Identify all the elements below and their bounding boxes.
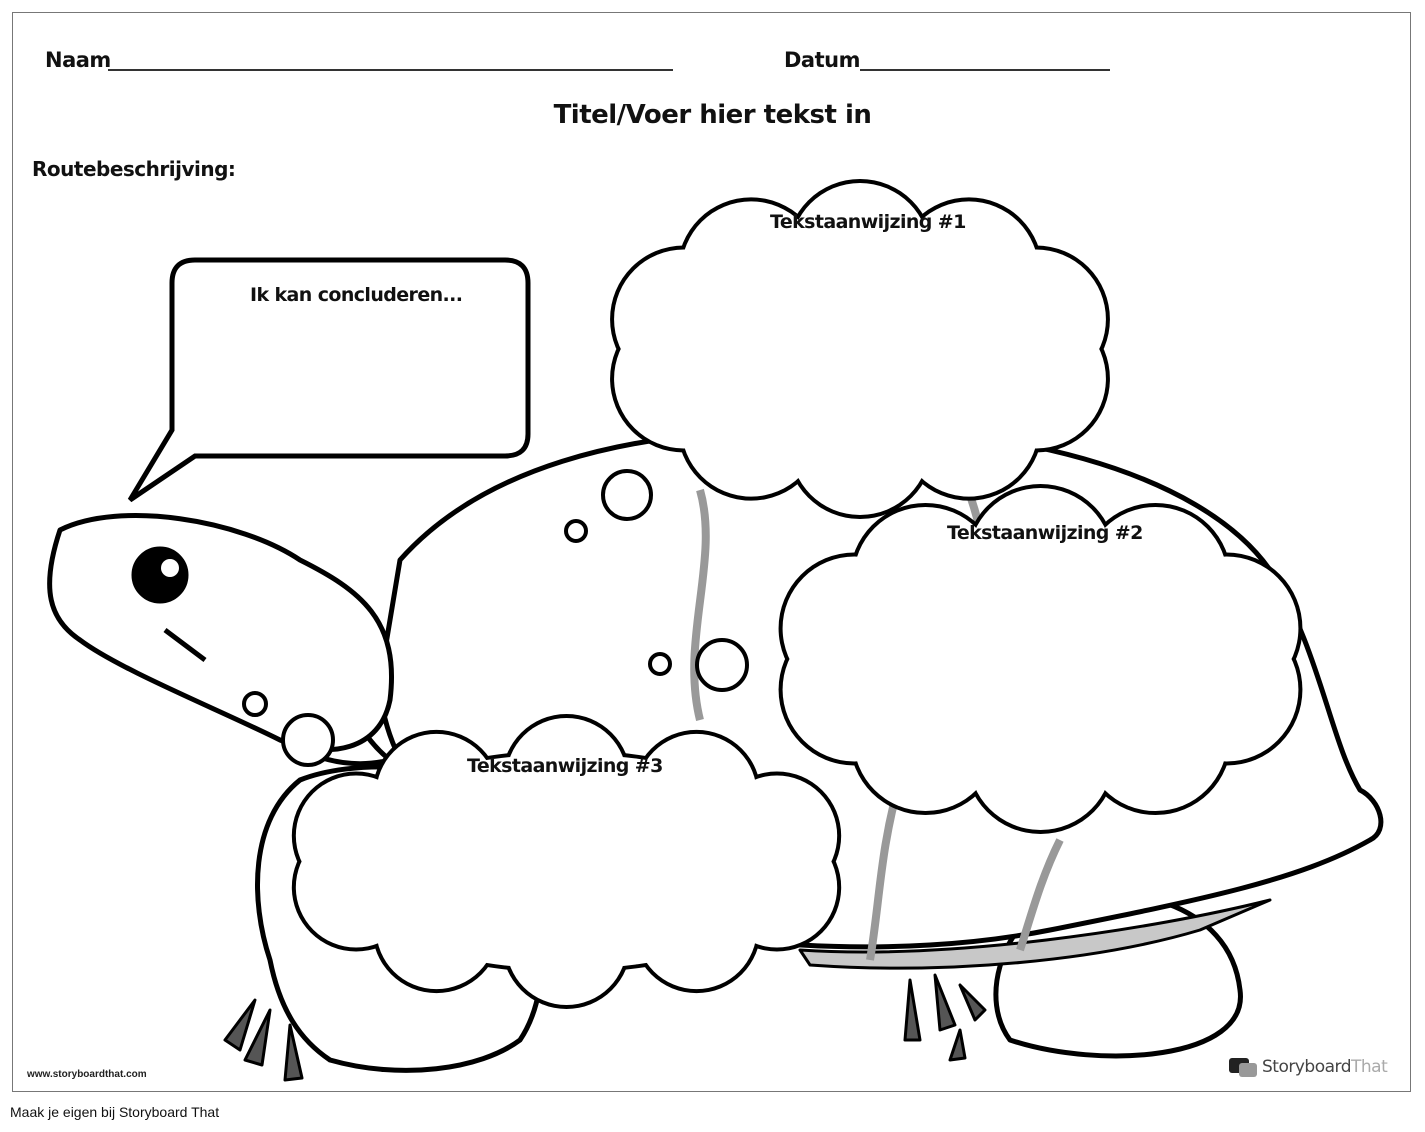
page-title[interactable]: Titel/Voer hier tekst in: [553, 100, 872, 130]
storyboard-logo-icon: [1229, 1058, 1257, 1077]
cloud-3-label[interactable]: Tekstaanwijzing #3: [467, 755, 663, 777]
storyboard-logo: StoryboardThat: [1262, 1057, 1388, 1077]
cloud-3[interactable]: [291, 714, 842, 1009]
speech-bubble: [127, 257, 531, 503]
cloud-2-label[interactable]: Tekstaanwijzing #2: [947, 522, 1143, 544]
thought-bubbles: [242, 469, 749, 767]
worksheet-frame: [12, 12, 1411, 1092]
mouth: [163, 628, 207, 662]
cloud-2[interactable]: [778, 484, 1303, 834]
name-field[interactable]: [108, 69, 673, 71]
claws: [223, 973, 987, 1082]
logo-main: Storyboard: [1262, 1057, 1352, 1077]
cloud-1-label[interactable]: Tekstaanwijzing #1: [770, 211, 966, 233]
date-field[interactable]: [860, 69, 1110, 71]
eye: [131, 546, 189, 604]
cloud-1[interactable]: [610, 179, 1110, 519]
speech-bubble-text[interactable]: Ik kan concluderen...: [250, 284, 463, 306]
shell-rim: [798, 898, 1272, 970]
footer-caption[interactable]: Maak je eigen bij Storyboard That: [10, 1104, 220, 1120]
website-link[interactable]: www.storyboardthat.com: [27, 1069, 147, 1080]
logo-accent: That: [1351, 1057, 1388, 1077]
directions-label: Routebeschrijving:: [32, 157, 236, 181]
head: [47, 513, 394, 753]
date-label: Datum: [784, 48, 860, 72]
name-label: Naam: [45, 48, 111, 72]
